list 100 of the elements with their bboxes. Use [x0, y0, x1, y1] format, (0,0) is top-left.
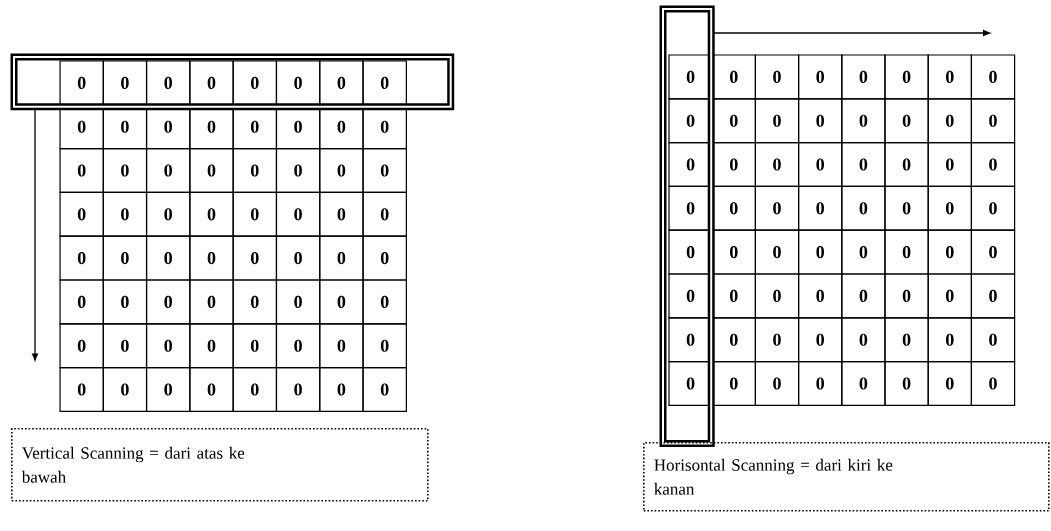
grid-cell: 0	[145, 60, 191, 106]
grid-cell: 0	[798, 273, 843, 319]
grid-cell: 0	[927, 273, 972, 319]
grid-cell: 0	[189, 104, 234, 150]
grid-cell: 0	[232, 279, 278, 325]
grid-cell: 0	[145, 235, 191, 281]
grid-cell: 0	[362, 191, 407, 237]
grid-cell: 0	[59, 60, 104, 106]
grid-cell: 0	[319, 148, 364, 193]
grid-cell: 0	[362, 148, 407, 193]
grid-cell: 0	[319, 104, 364, 150]
grid-cell: 0	[970, 185, 1016, 231]
grid-cell: 0	[145, 104, 191, 150]
grid-cell: 0	[102, 191, 148, 237]
grid-cell: 0	[970, 273, 1016, 319]
grid-cell: 0	[798, 142, 843, 187]
caption-box: Horisontal Scanning = dari kiri ke kanan	[643, 442, 1050, 512]
grid-cell: 0	[798, 229, 843, 275]
grid-cell: 0	[841, 185, 886, 231]
grid-cell: 0	[754, 273, 800, 319]
grid-cell: 0	[362, 235, 407, 281]
grid-cell: 0	[275, 279, 321, 325]
grid-cell: 0	[970, 361, 1016, 406]
grid-cell: 0	[970, 98, 1016, 144]
grid-cell: 0	[232, 367, 278, 412]
grid-cell: 0	[884, 361, 929, 406]
grid-cell: 0	[275, 60, 321, 106]
grid-cell: 0	[362, 367, 407, 412]
grid-cell: 0	[754, 142, 800, 187]
grid-cell: 0	[59, 367, 104, 412]
grid-cell: 0	[102, 279, 148, 325]
grid-cell: 0	[927, 142, 972, 187]
grid-cell: 0	[189, 191, 234, 237]
grid-cell: 0	[668, 317, 713, 363]
grid-cell: 0	[884, 273, 929, 319]
grid-cell: 0	[232, 235, 278, 281]
grid-cell: 0	[189, 323, 234, 369]
grid-cell: 0	[232, 148, 278, 193]
grid-cell: 0	[145, 279, 191, 325]
grid-cell: 0	[362, 279, 407, 325]
grid-cell: 0	[189, 279, 234, 325]
grid-cell: 0	[102, 60, 148, 106]
grid-cell: 0	[145, 191, 191, 237]
grid-cell: 0	[362, 323, 407, 369]
grid-cell: 0	[102, 323, 148, 369]
grid-cell: 0	[59, 279, 104, 325]
grid-cell: 0	[927, 98, 972, 144]
grid-cell: 0	[841, 54, 886, 100]
grid-cell: 0	[362, 60, 407, 106]
caption-box: Vertical Scanning = dari atas ke bawah	[11, 428, 429, 502]
grid-cell: 0	[102, 104, 148, 150]
grid-cell: 0	[841, 98, 886, 144]
grid-cell: 0	[884, 229, 929, 275]
grid-cell: 0	[362, 104, 407, 150]
grid-cell: 0	[668, 54, 713, 100]
grid-cell: 0	[798, 185, 843, 231]
grid-cell: 0	[319, 367, 364, 412]
grid-cell: 0	[884, 317, 929, 363]
grid-cell: 0	[232, 191, 278, 237]
grid-cell: 0	[59, 191, 104, 237]
grid-cell: 0	[711, 273, 756, 319]
grid-cell: 0	[275, 191, 321, 237]
grid-cell: 0	[927, 361, 972, 406]
grid-cell: 0	[841, 317, 886, 363]
grid-cell: 0	[319, 279, 364, 325]
grid-cell: 0	[668, 361, 713, 406]
grid-cell: 0	[927, 229, 972, 275]
grid-cell: 0	[754, 317, 800, 363]
grid-cell: 0	[59, 148, 104, 193]
grid-cell: 0	[102, 367, 148, 412]
grid-cell: 0	[319, 191, 364, 237]
grid-cell: 0	[884, 54, 929, 100]
grid-cell: 0	[275, 235, 321, 281]
grid-cell: 0	[189, 60, 234, 106]
grid-cell: 0	[754, 361, 800, 406]
grid-cell: 0	[319, 60, 364, 106]
grid-cell: 0	[711, 185, 756, 231]
grid-cell: 0	[754, 229, 800, 275]
grid-cell: 0	[927, 54, 972, 100]
grid-cell: 0	[841, 273, 886, 319]
grid-cell: 0	[798, 98, 843, 144]
grid-cell: 0	[232, 104, 278, 150]
grid-cell: 0	[59, 235, 104, 281]
grid-cell: 0	[754, 54, 800, 100]
grid-cell: 0	[711, 54, 756, 100]
grid-cell: 0	[232, 323, 278, 369]
grid-cell: 0	[970, 229, 1016, 275]
grid-cell: 0	[668, 273, 713, 319]
grid-cell: 0	[841, 361, 886, 406]
grid-cell: 0	[798, 317, 843, 363]
grid-cell: 0	[102, 148, 148, 193]
grid-cell: 0	[275, 104, 321, 150]
grid-cell: 0	[927, 317, 972, 363]
grid-cell: 0	[145, 367, 191, 412]
grid-cell: 0	[970, 142, 1016, 187]
grid-cell: 0	[189, 148, 234, 193]
grid-cell: 0	[884, 142, 929, 187]
grid-cell: 0	[711, 361, 756, 406]
grid-cell: 0	[754, 185, 800, 231]
grid-cell: 0	[711, 142, 756, 187]
